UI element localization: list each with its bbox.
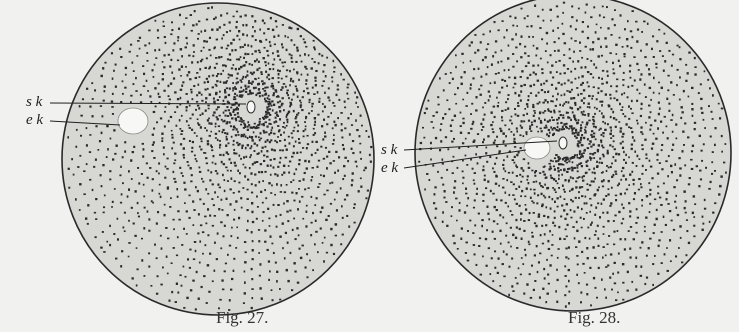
- fig-27-label-sk: s k: [26, 94, 43, 110]
- fig-27-drawing: [49, 2, 375, 316]
- fig-28-cell-outline: [414, 0, 732, 312]
- fig-28-label-sk: s k: [381, 142, 398, 158]
- fig-28-stipple: [418, 1, 727, 308]
- fig-28-sk-body: [558, 136, 568, 150]
- fig-27-nucleus: [117, 107, 149, 135]
- fig-28-caption: Fig. 28.: [568, 308, 621, 327]
- fig-28-leader-ek: [403, 149, 527, 169]
- fig-27-caption: Fig. 27.: [216, 308, 269, 327]
- fig-27-leader-sk: [49, 102, 247, 105]
- fig-28-nucleus: [523, 136, 551, 160]
- fig-28-label-ek: e k: [381, 160, 399, 176]
- fig-27-sk-body: [246, 100, 256, 114]
- fig-27-label-ek: e k: [26, 112, 44, 128]
- fig-27-cell-outline: [61, 2, 375, 316]
- fig-28-leader-sk: [403, 140, 558, 151]
- fig-27-stipple: [67, 6, 373, 311]
- fig-28-drawing: [403, 0, 732, 312]
- fig-27-leader-ek: [49, 120, 121, 126]
